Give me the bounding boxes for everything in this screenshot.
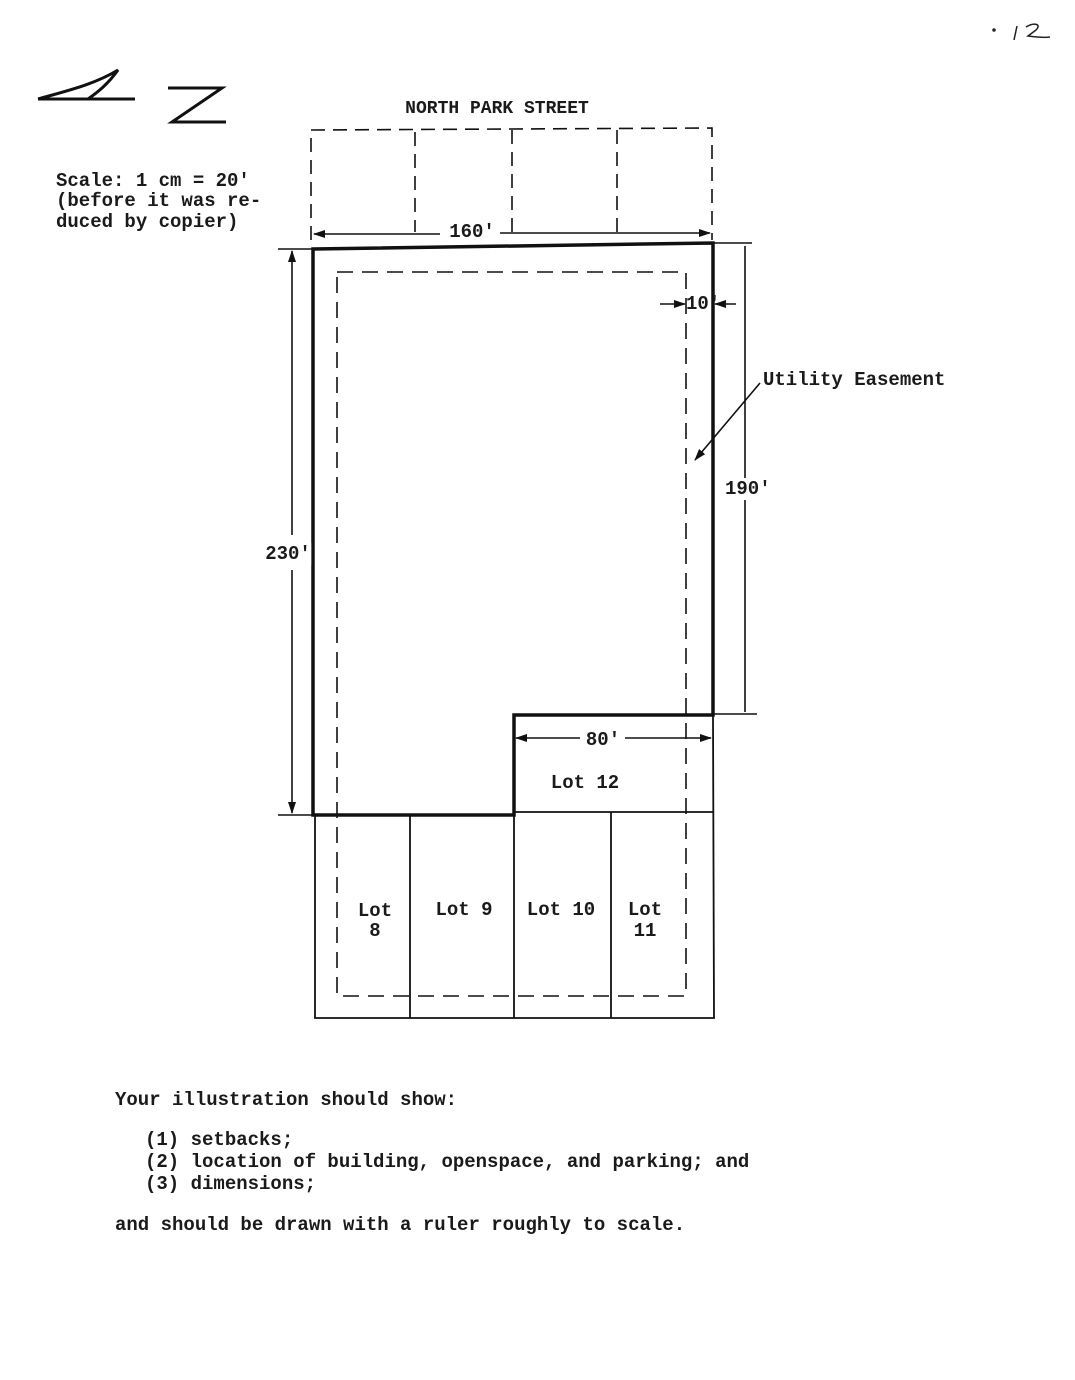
instruction-item-3: (3) dimensions; (145, 1173, 317, 1195)
dimension-160-label: 160' (446, 221, 498, 243)
lot-11-label: Lot (627, 899, 663, 921)
utility-easement-label: Utility Easement (763, 369, 946, 391)
setback-line (336, 271, 687, 997)
instructions-intro: Your illustration should show: (115, 1089, 458, 1111)
dimension-190-label: 190' (725, 478, 771, 500)
street-label: NORTH PARK STREET (405, 99, 589, 119)
scale-note-line-1: Scale: 1 cm = 20' (56, 170, 250, 192)
utility-easement-leader (694, 382, 761, 461)
dimension-230-label: 230' (265, 543, 311, 565)
instructions-closing: and should be drawn with a ruler roughly… (115, 1214, 686, 1236)
north-arrow-icon (37, 68, 227, 124)
dimension-80-label: 80' (583, 729, 623, 751)
dimension-10-label: 10' (686, 293, 721, 315)
lot-10-label: Lot 10 (526, 899, 596, 921)
instruction-item-1: (1) setbacks; (145, 1129, 294, 1151)
lot-8-label: Lot (357, 900, 393, 922)
dimension-230 (278, 248, 313, 816)
page-number-mark (992, 23, 1051, 41)
scale-note-line-2: (before it was re- (56, 190, 262, 212)
lot-9-label: Lot 9 (435, 899, 493, 921)
lot-11-number: 11 (633, 920, 657, 942)
parcel-boundary (311, 241, 715, 817)
lot-lines (314, 714, 715, 1019)
instruction-item-2: (2) location of building, openspace, and… (145, 1151, 750, 1173)
lot-8-number: 8 (369, 920, 381, 942)
street-frontage-dashed-lots (310, 127, 713, 240)
lot-12-label: Lot 12 (550, 772, 620, 794)
dimension-160 (313, 229, 711, 238)
scale-note-line-3: duced by copier) (56, 211, 239, 233)
